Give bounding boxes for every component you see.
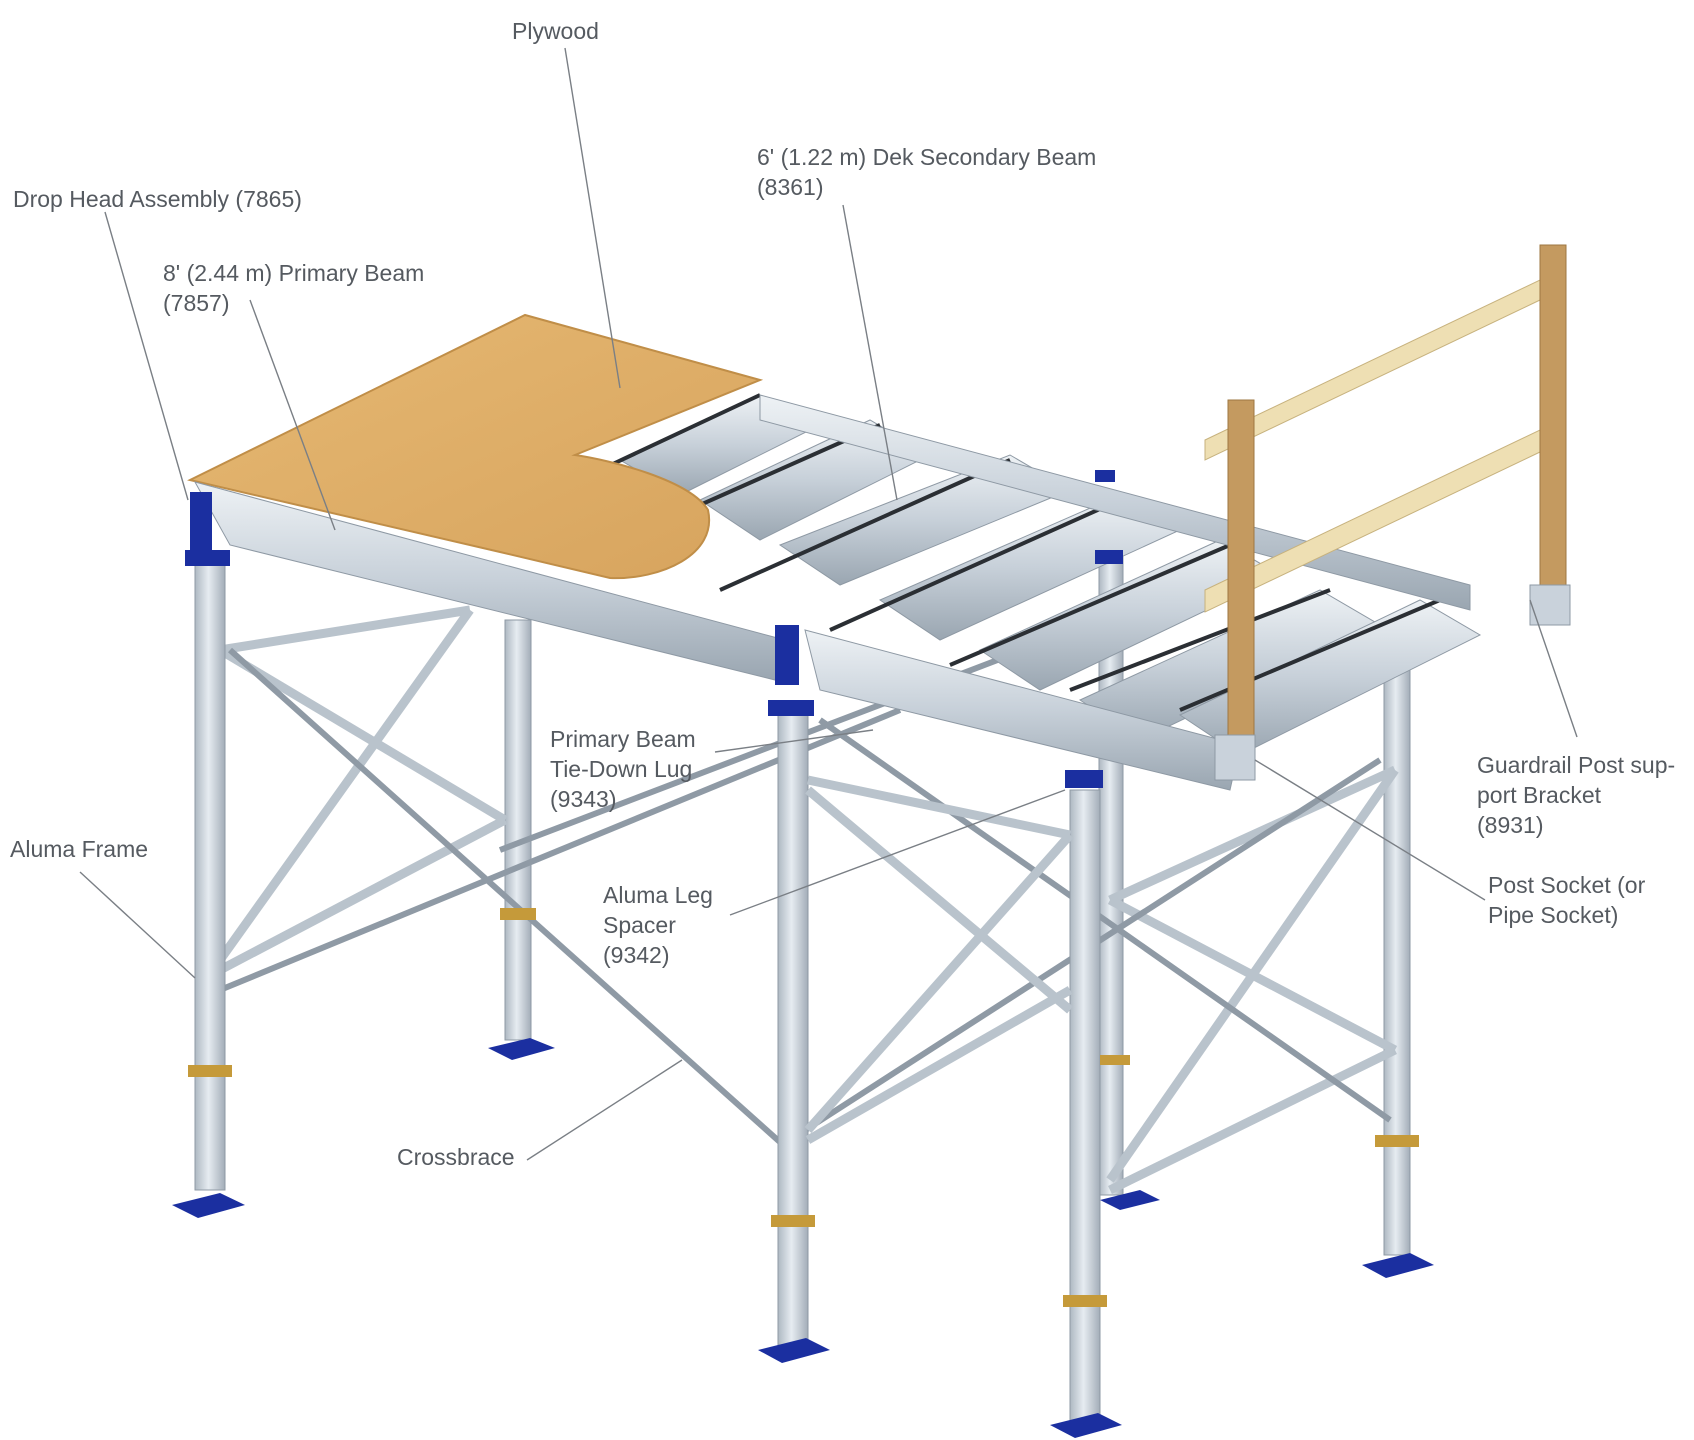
- label-crossbrace: Crossbrace: [397, 1144, 515, 1170]
- label-plywood: Plywood: [512, 18, 599, 44]
- base-plates: [172, 1038, 1434, 1438]
- label-leg-spacer: Aluma Leg Spacer (9342): [603, 882, 713, 968]
- label-tie-down-lug: Primary Beam Tie-Down Lug (9343): [550, 726, 696, 812]
- label-guardrail-bracket: Guardrail Post sup- port Bracket (8931): [1477, 752, 1676, 838]
- front-frames: [804, 775, 1074, 1144]
- label-drop-head: Drop Head Assembly (7865): [13, 186, 302, 212]
- guardrail: [1204, 244, 1571, 781]
- front-legs: [194, 564, 1101, 1431]
- label-primary-beam: 8' (2.44 m) Primary Beam (7857): [163, 260, 425, 316]
- secondary-beams: [599, 393, 1482, 756]
- back-frames: [216, 605, 1399, 1195]
- label-post-socket: Post Socket (or Pipe Socket): [1488, 872, 1646, 928]
- leader-lines: [79, 47, 1578, 1161]
- plywood-sheet: [187, 313, 764, 580]
- drop-head-assemblies: [185, 470, 1123, 788]
- label-aluma-frame: Aluma Frame: [10, 836, 149, 862]
- post-sockets: [188, 908, 1419, 1307]
- front-primary-beams: [193, 481, 1241, 791]
- label-secondary-beam: 6' (1.22 m) Dek Secondary Beam (8361): [757, 144, 1097, 200]
